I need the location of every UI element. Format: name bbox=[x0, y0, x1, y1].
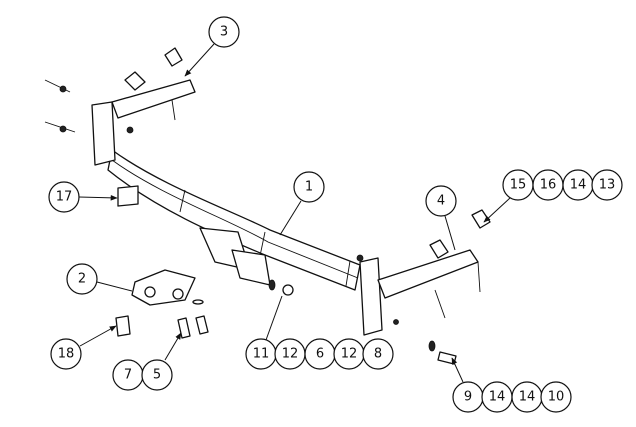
svg-text:14: 14 bbox=[570, 178, 587, 193]
callout-group-9-14-14-10: 9 14 14 10 bbox=[452, 381, 572, 413]
svg-text:8: 8 bbox=[374, 347, 382, 362]
callout-3: 3 bbox=[208, 16, 240, 48]
svg-text:10: 10 bbox=[548, 390, 565, 405]
svg-text:2: 2 bbox=[78, 272, 86, 287]
nut-part-11 bbox=[282, 284, 294, 296]
svg-text:13: 13 bbox=[599, 178, 616, 193]
callout-group-7-5: 7 5 bbox=[112, 359, 173, 391]
callout-4: 4 bbox=[425, 185, 457, 217]
callout-group-15-16-14-13: 15 16 14 13 bbox=[502, 169, 623, 201]
svg-text:6: 6 bbox=[316, 347, 324, 362]
callout-group-11-12-6-12-8: 11 12 6 12 8 bbox=[245, 338, 394, 370]
svg-text:3: 3 bbox=[220, 25, 228, 40]
plate-part-18 bbox=[115, 315, 131, 337]
svg-text:11: 11 bbox=[253, 347, 270, 362]
svg-text:5: 5 bbox=[153, 368, 161, 383]
leader-lines bbox=[78, 43, 511, 383]
svg-text:4: 4 bbox=[437, 194, 445, 209]
svg-text:1: 1 bbox=[305, 180, 313, 195]
callout-1: 1 bbox=[293, 171, 325, 203]
crossbar-part-1 bbox=[107, 149, 361, 291]
svg-text:18: 18 bbox=[58, 347, 75, 362]
svg-text:14: 14 bbox=[519, 390, 536, 405]
bolts-part-5-7 bbox=[177, 279, 457, 365]
svg-text:16: 16 bbox=[540, 178, 557, 193]
svg-text:9: 9 bbox=[464, 390, 472, 405]
svg-text:15: 15 bbox=[510, 178, 527, 193]
plate-part-17 bbox=[117, 185, 139, 207]
callout-18: 18 bbox=[50, 338, 82, 370]
tow-ball-mount-part-2 bbox=[131, 227, 271, 306]
svg-text:17: 17 bbox=[56, 190, 73, 205]
right-bracket-part-4 bbox=[356, 209, 491, 336]
callout-2: 2 bbox=[66, 263, 98, 295]
svg-text:7: 7 bbox=[124, 368, 132, 383]
svg-text:12: 12 bbox=[341, 347, 358, 362]
left-bracket-part-3 bbox=[44, 47, 196, 166]
svg-text:14: 14 bbox=[489, 390, 506, 405]
svg-text:12: 12 bbox=[282, 347, 299, 362]
callout-17: 17 bbox=[48, 181, 80, 213]
